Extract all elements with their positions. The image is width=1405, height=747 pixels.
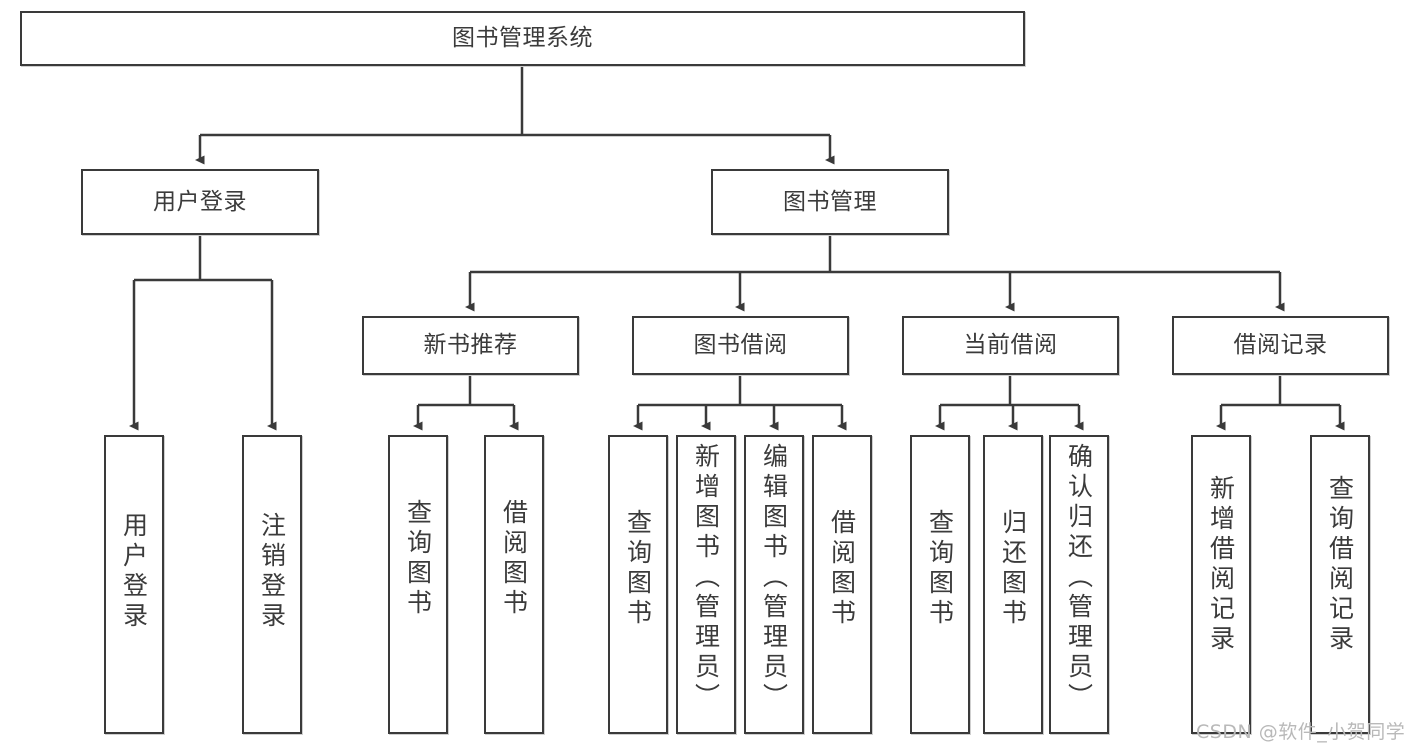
node-leaf-query-borrow-record-label: 查询借阅记录 xyxy=(1325,475,1355,655)
csdn-watermark: CSDN @软件_小贺同学 xyxy=(1196,721,1405,743)
node-leaf-query-book-3-label: 查询图书 xyxy=(925,509,955,629)
node-book-borrow[interactable]: 图书借阅 xyxy=(632,316,849,375)
node-leaf-add-book[interactable]: 新增图书（管理员） xyxy=(676,435,736,734)
node-root-label: 图书管理系统 xyxy=(452,25,593,52)
node-leaf-confirm-return[interactable]: 确认归还（管理员） xyxy=(1049,435,1109,734)
node-user-login[interactable]: 用户登录 xyxy=(81,169,319,235)
node-new-book-recommend-label: 新书推荐 xyxy=(423,332,518,359)
node-leaf-query-book-2-label: 查询图书 xyxy=(623,509,653,629)
node-leaf-query-book-1[interactable]: 查询图书 xyxy=(388,435,448,734)
node-leaf-return-book-label: 归还图书 xyxy=(998,509,1028,629)
node-leaf-borrow-book-1-label: 借阅图书 xyxy=(499,499,529,619)
node-current-borrow[interactable]: 当前借阅 xyxy=(902,316,1119,375)
node-root[interactable]: 图书管理系统 xyxy=(20,11,1025,66)
node-leaf-user-logout[interactable]: 注销登录 xyxy=(242,435,302,734)
node-leaf-query-book-1-label: 查询图书 xyxy=(403,499,433,619)
node-book-manage[interactable]: 图书管理 xyxy=(711,169,949,235)
node-leaf-query-borrow-record[interactable]: 查询借阅记录 xyxy=(1310,435,1370,734)
node-leaf-add-borrow-record-label: 新增借阅记录 xyxy=(1206,475,1236,655)
node-leaf-user-logout-label: 注销登录 xyxy=(257,512,287,632)
node-borrow-record-label: 借阅记录 xyxy=(1233,332,1328,359)
node-leaf-user-login[interactable]: 用户登录 xyxy=(104,435,164,734)
node-book-manage-label: 图书管理 xyxy=(783,188,877,215)
node-borrow-record[interactable]: 借阅记录 xyxy=(1172,316,1389,375)
node-leaf-return-book[interactable]: 归还图书 xyxy=(983,435,1043,734)
node-current-borrow-label: 当前借阅 xyxy=(963,332,1058,359)
node-leaf-add-borrow-record[interactable]: 新增借阅记录 xyxy=(1191,435,1251,734)
node-leaf-edit-book-label: 编辑图书（管理员） xyxy=(759,443,789,713)
node-leaf-add-book-label: 新增图书（管理员） xyxy=(691,443,721,713)
node-book-borrow-label: 图书借阅 xyxy=(693,332,788,359)
node-leaf-edit-book[interactable]: 编辑图书（管理员） xyxy=(744,435,804,734)
node-user-login-label: 用户登录 xyxy=(153,188,247,215)
node-leaf-borrow-book-2-label: 借阅图书 xyxy=(827,509,857,629)
node-leaf-borrow-book-2[interactable]: 借阅图书 xyxy=(812,435,872,734)
node-new-book-recommend[interactable]: 新书推荐 xyxy=(362,316,579,375)
node-leaf-borrow-book-1[interactable]: 借阅图书 xyxy=(484,435,544,734)
node-leaf-query-book-2[interactable]: 查询图书 xyxy=(608,435,668,734)
node-leaf-confirm-return-label: 确认归还（管理员） xyxy=(1064,443,1094,713)
node-leaf-query-book-3[interactable]: 查询图书 xyxy=(910,435,970,734)
node-leaf-user-login-label: 用户登录 xyxy=(119,512,149,632)
